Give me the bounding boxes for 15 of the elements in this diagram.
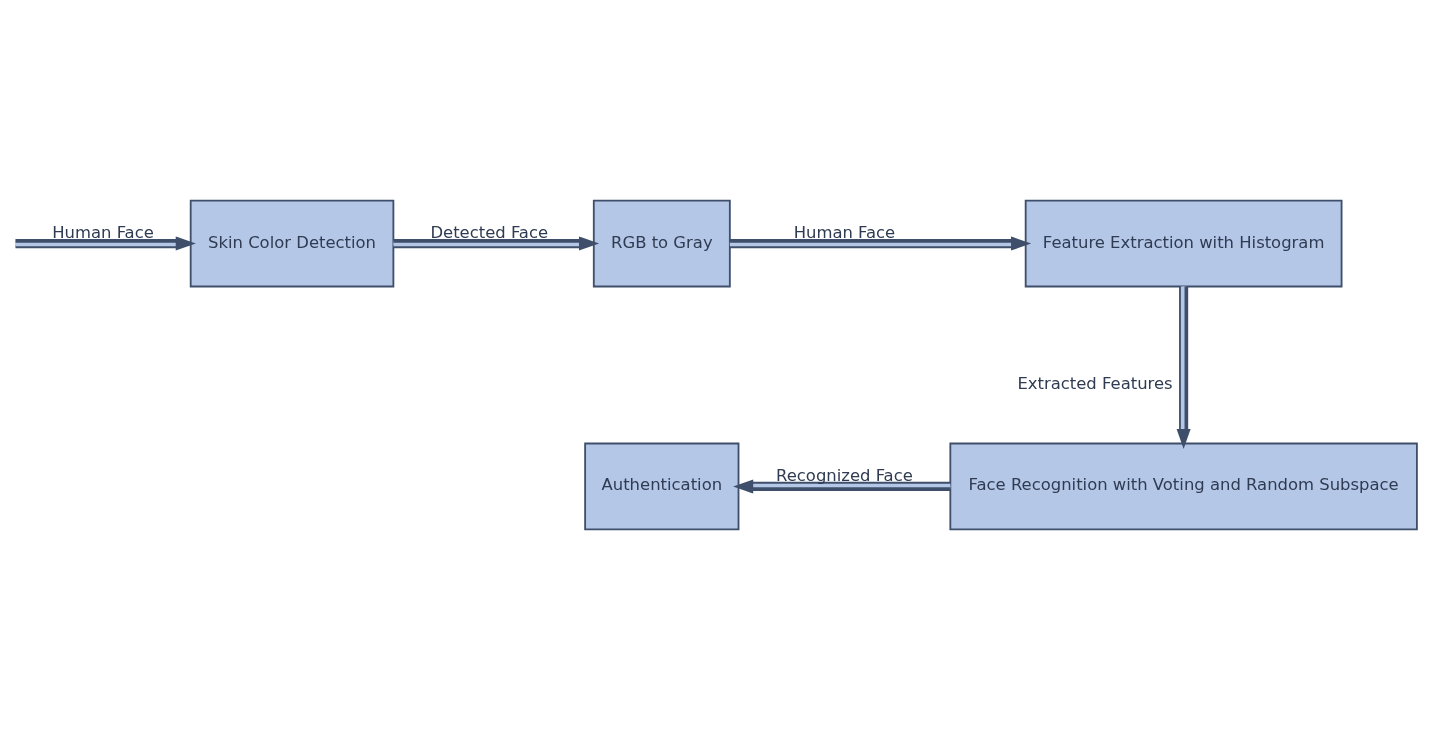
node-box: Skin Color Detection — [189, 199, 395, 288]
arrow — [1176, 286, 1191, 450]
node-box: Feature Extraction with Histogram — [1024, 199, 1343, 288]
arrow — [393, 236, 600, 251]
node-box: Face Recognition with Voting and Random Subspace — [949, 442, 1418, 531]
node-box: Authentication — [584, 442, 740, 531]
edge-label: Human Face — [793, 223, 896, 243]
edge-label: Human Face — [52, 223, 154, 243]
arrow — [729, 236, 1032, 251]
arrow — [733, 479, 951, 494]
edge-label: Extracted Features — [1017, 373, 1173, 393]
arrow — [15, 236, 196, 251]
edge-label: Detected Face — [430, 223, 549, 243]
edge-label: Recognized Face — [776, 466, 913, 486]
node-box: RGB to Gray — [592, 199, 731, 288]
